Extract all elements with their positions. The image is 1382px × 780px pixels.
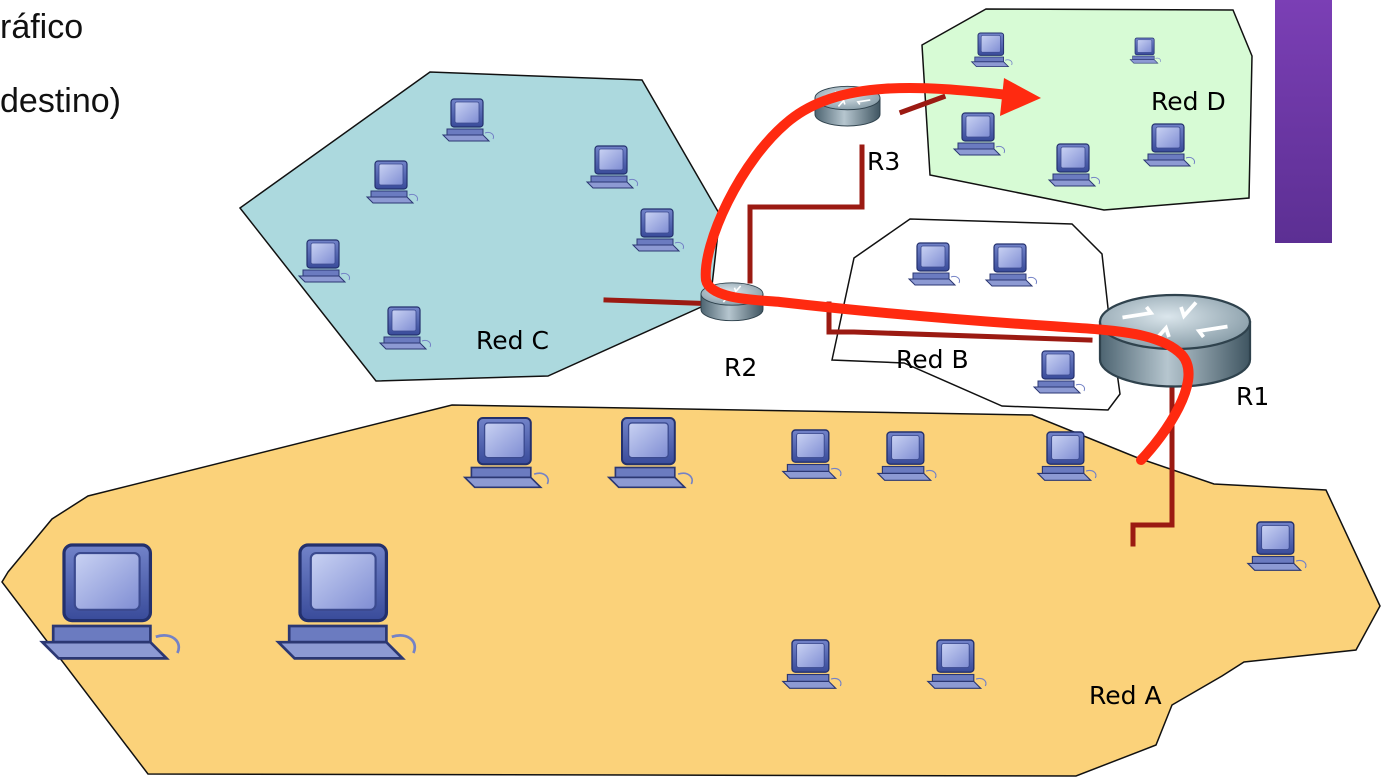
link-red-b [826, 301, 1093, 343]
link-r2-r3 [747, 144, 865, 284]
slide-text-line-1: ráfico [0, 8, 84, 46]
label-red-a: Red A [1089, 681, 1162, 710]
router-r1-icon [1098, 293, 1252, 389]
label-router-r3: R3 [867, 147, 900, 176]
purple-accent-tab [1275, 0, 1332, 243]
link-r1-red-a [1130, 386, 1175, 547]
label-router-r2: R2 [724, 353, 757, 382]
route-arrowhead-icon [1000, 78, 1041, 116]
label-router-r1: R1 [1236, 382, 1269, 411]
network-links [603, 93, 1175, 547]
link-r3-red-d [898, 93, 947, 116]
label-red-c: Red C [476, 326, 549, 355]
network-region-red-a [1, 404, 1381, 777]
label-red-d: Red D [1151, 87, 1226, 116]
slide-text-line-2: destino) [0, 82, 121, 120]
route-arrow [700, 82, 1194, 465]
label-red-b: Red B [896, 345, 969, 374]
